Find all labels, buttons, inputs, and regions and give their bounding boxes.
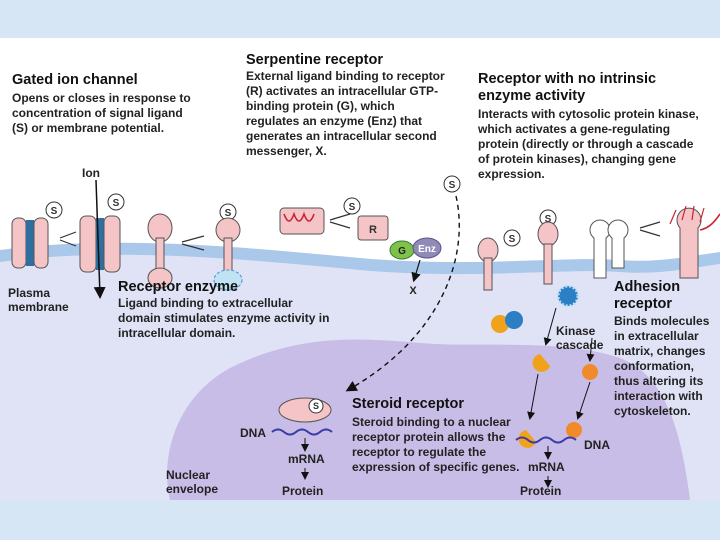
protein-right-label: Protein [520, 484, 562, 498]
serpentine-title: Serpentine receptor [246, 52, 383, 68]
svg-text:Enz: Enz [418, 244, 436, 255]
svg-text:S: S [545, 214, 552, 225]
steroid-text: Steroid binding to a nuclear receptor pr… [352, 415, 520, 474]
nuclear-receptor [278, 397, 332, 423]
kinase-cascade-label: Kinase cascade [556, 324, 604, 352]
steroid-title: Steroid receptor [352, 396, 464, 412]
svg-text:S: S [51, 206, 58, 217]
dna-left-label: DNA [240, 426, 266, 440]
receptor-enzyme-inactive [147, 213, 173, 289]
slide-bottom-band [0, 500, 720, 540]
svg-text:S: S [313, 401, 319, 411]
gated-text: Opens or closes in response to concentra… [12, 91, 191, 135]
gated-title: Gated ion channel [12, 72, 138, 88]
svg-text:S: S [449, 180, 456, 191]
gated-channel-open: S [79, 193, 125, 273]
diagram-panel: S S S [0, 38, 720, 500]
no-enzyme-receptor: S S [477, 209, 598, 488]
serpentine-receptor: S R G Enz X [279, 197, 442, 297]
nuclear-envelope-label: Nuclear envelope [166, 468, 219, 496]
adhesion-title: Adhesion receptor [614, 279, 681, 312]
dna-left-strand [271, 428, 333, 436]
mrna-right-label: mRNA [528, 460, 565, 474]
no-enzyme-title: Receptor with no intrinsic enzyme activi… [478, 71, 657, 104]
svg-text:S: S [509, 234, 516, 245]
receptor-enzyme-active: S [213, 203, 243, 291]
adhesion-text: Binds molecules in extracellular matrix,… [614, 314, 710, 418]
svg-text:S: S [225, 208, 232, 219]
serpentine-text: External ligand binding to receptor (R) … [246, 69, 445, 158]
no-enzyme-text: Interacts with cytosolic protein kinase,… [478, 107, 699, 181]
receptor-enzyme-title: Receptor enzyme [118, 279, 239, 295]
svg-text:X: X [409, 285, 417, 297]
plasma-membrane-label: Plasma membrane [8, 286, 69, 314]
ion-label: Ion [82, 166, 100, 180]
svg-text:R: R [369, 224, 377, 236]
svg-text:G: G [398, 246, 406, 257]
mrna-left-label: mRNA [288, 452, 325, 466]
gated-channel-closed: S [11, 201, 63, 269]
ion-flow-arrow [93, 179, 106, 299]
steroid-ligand [443, 175, 461, 193]
slide-top-band [0, 0, 720, 38]
diagram-art: S S S [0, 175, 720, 500]
receptor-enzyme-text: Ligand binding to extracellular domain s… [118, 296, 330, 340]
svg-text:S: S [349, 202, 356, 213]
steroid-path-arrow [345, 195, 460, 392]
plasma-membrane-band [0, 242, 720, 275]
svg-text:S: S [113, 198, 120, 209]
protein-left-label: Protein [282, 484, 324, 498]
adhesion-receptor [589, 205, 720, 279]
dna-right-label: DNA [584, 438, 610, 452]
nucleus [167, 339, 690, 500]
